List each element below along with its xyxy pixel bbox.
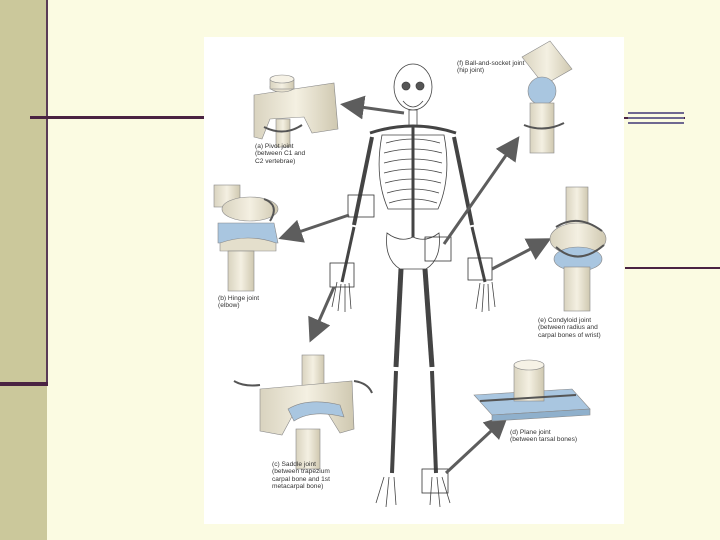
title-rule-left [30, 116, 210, 119]
condyloid-joint-label: (e) Condyloid joint (between radius and … [538, 317, 601, 339]
left-forearm [340, 226, 356, 283]
ball-and-socket-model [521, 40, 573, 154]
pelvis [386, 232, 440, 270]
left-foot [375, 476, 397, 508]
side-rule-right [625, 267, 720, 269]
right-tibia [430, 370, 438, 474]
right-foot [429, 476, 451, 508]
left-tibia [390, 370, 398, 474]
pivot-joint-label: (a) Pivot joint (between C1 and C2 verte… [255, 143, 306, 165]
skeleton [331, 63, 496, 508]
right-femur [422, 268, 435, 368]
pointer-arrows [278, 95, 552, 475]
title-rule-double [628, 112, 684, 124]
left-sidebar [0, 0, 47, 540]
right-humerus [452, 136, 474, 226]
pivot-joint-model [253, 74, 339, 148]
saddle-joint-model [233, 354, 373, 470]
left-hand [331, 281, 352, 312]
sidebar-divider [0, 382, 48, 386]
left-humerus [352, 136, 374, 226]
ball-and-socket-label: (f) Ball-and-socket joint (hip joint) [457, 60, 525, 75]
right-hand [475, 281, 496, 313]
callout-boxes [329, 194, 493, 494]
joint-diagram [213, 40, 607, 508]
plane-joint-label: (d) Plane joint (between tarsal bones) [510, 429, 578, 444]
synovial-joints-figure: (a) Pivot joint (between C1 and C2 verte… [204, 37, 624, 524]
left-femur [393, 268, 404, 368]
plane-joint-model [473, 359, 591, 422]
shoulders [369, 124, 457, 135]
hinge-joint-label: (b) Hinge joint (elbow) [218, 295, 260, 310]
neck [408, 109, 418, 127]
right-forearm [470, 226, 487, 283]
condyloid-joint-model [549, 186, 607, 312]
sidebar-edge [46, 0, 48, 385]
hinge-joint-model [213, 184, 279, 292]
skull [393, 63, 433, 111]
saddle-joint-label: (c) Saddle joint (between trapezium carp… [272, 461, 330, 491]
